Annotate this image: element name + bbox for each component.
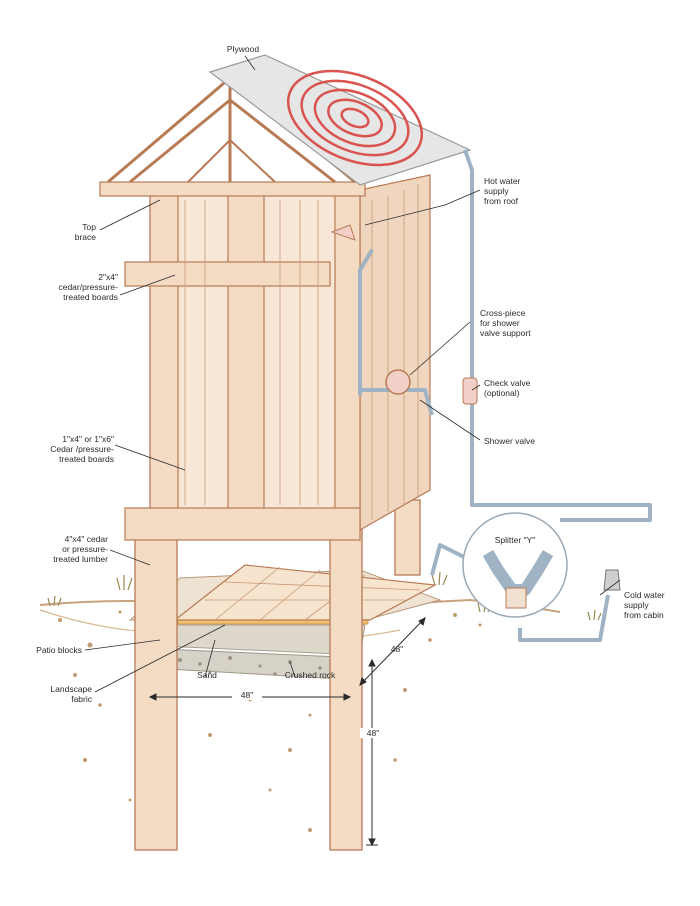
cold-water-tap [603, 569, 621, 591]
label-cold-water-supply: Cold water supply from cabin [624, 590, 665, 620]
label-cross-piece: Cross-piece for shower valve support [480, 308, 531, 338]
label-plywood: Plywood [226, 44, 260, 54]
label-4x4-lumber: 4"x4" cedar or pressure- treated lumber [53, 534, 108, 564]
legs [134, 499, 421, 851]
roof [208, 54, 472, 186]
dimension-width: 48" [232, 690, 262, 700]
wall-frame [99, 174, 431, 541]
shower-valve [385, 369, 411, 395]
leader-lines [84, 55, 621, 693]
bottom-board [124, 507, 361, 541]
dimension-depth: 48" [390, 644, 404, 654]
label-shower-valve: Shower valve [484, 436, 536, 446]
plumbing [358, 149, 652, 642]
label-patio-blocks: Patio blocks [36, 645, 82, 655]
floor-deck [173, 564, 437, 621]
solar-coil [286, 69, 424, 167]
label-1x4-boards: 1"x4" or 1"x6" Cedar /pressure- treated … [50, 434, 114, 464]
top-brace-board [99, 181, 366, 197]
label-top-brace: Top brace [74, 222, 96, 242]
check-valve [462, 377, 478, 405]
label-crushed-rock: Crushed rock [284, 670, 336, 680]
shower-head [330, 224, 356, 241]
cross-board [124, 261, 331, 287]
label-check-valve: Check valve (optional) [484, 378, 531, 398]
splitter-detail [462, 512, 568, 618]
label-landscape-fabric: Landscape fabric [50, 684, 92, 704]
label-2x4-boards: 2"x4" cedar/pressure- treated boards [58, 272, 118, 302]
label-sand: Sand [197, 670, 217, 680]
dimension-height: 48" [360, 728, 386, 738]
label-splitter-y: Splitter "Y" [494, 535, 536, 545]
label-hot-water-supply: Hot water supply from roof [484, 176, 521, 206]
